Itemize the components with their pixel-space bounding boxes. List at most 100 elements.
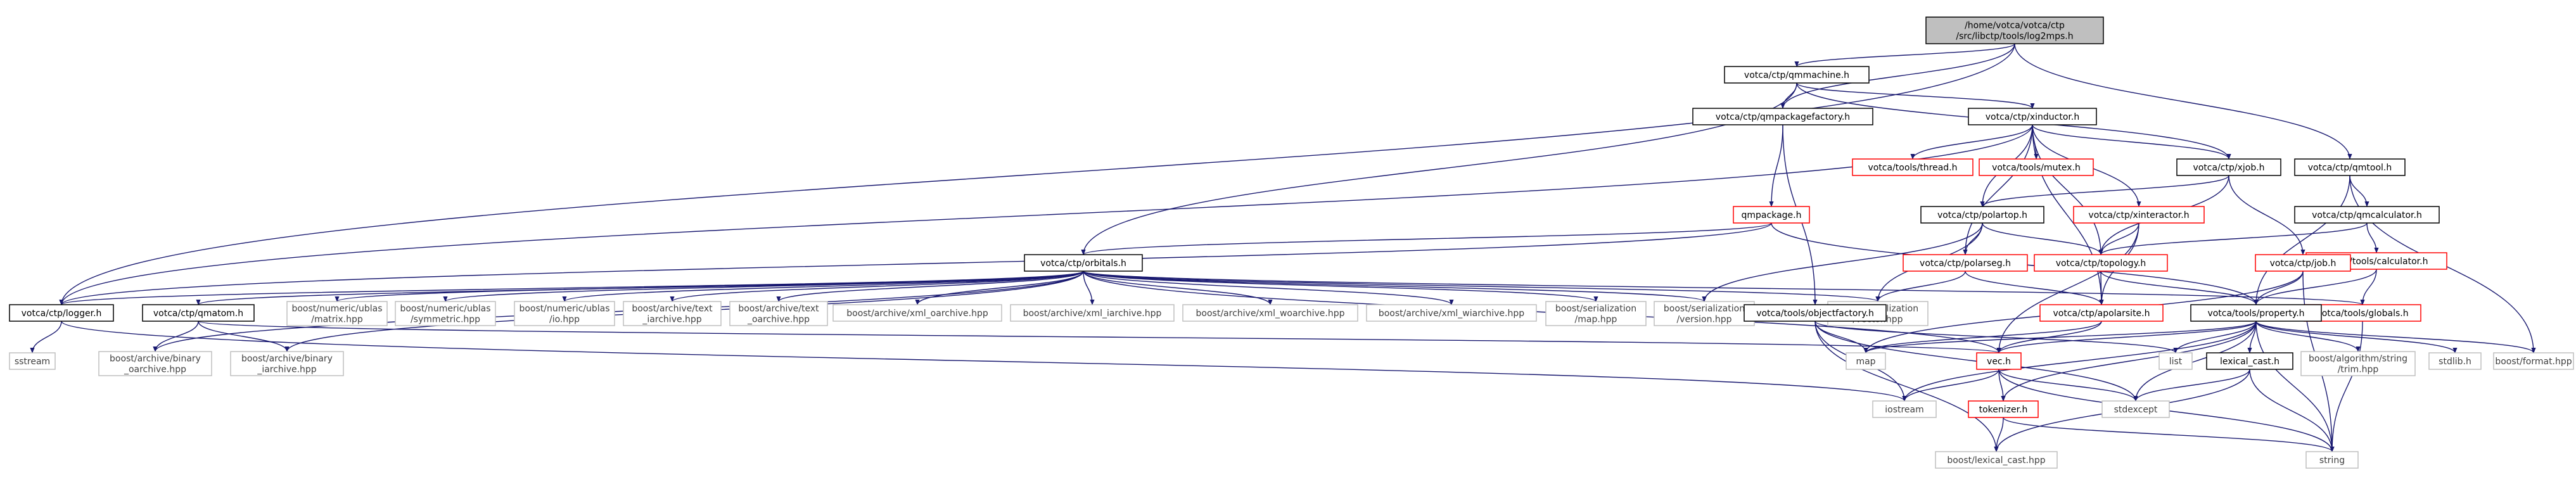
edge-xjob-to-job bbox=[2228, 175, 2305, 255]
dependency-nodes: /home/votca/votca/ctp/src/libctp/tools/l… bbox=[9, 16, 2574, 469]
edge-polartop-to-polarseg bbox=[1963, 222, 1983, 255]
edge-orbitals-to-logger bbox=[59, 270, 1084, 305]
node-label: boost/archive/binary bbox=[110, 354, 201, 364]
edge-polartop-to-topology bbox=[1982, 222, 2103, 255]
edge-orbitals-to-ublas_symmetric bbox=[443, 270, 1084, 302]
node-label: sstream bbox=[15, 357, 50, 367]
node-label: votca/tools/mutex.h bbox=[1992, 163, 2081, 173]
node-label: votca/ctp/topology.h bbox=[2056, 258, 2146, 269]
node-sstream: sstream bbox=[9, 352, 56, 370]
edge-calculator-to-property bbox=[2254, 269, 2377, 305]
node-label: _iarchive.hpp bbox=[257, 365, 316, 375]
edge-vec-to-iostream bbox=[1902, 369, 1999, 402]
node-label: boost/algorithm/string bbox=[2309, 354, 2407, 364]
edge-xinductor-to-polarseg bbox=[1963, 124, 2033, 255]
node-qmmachine[interactable]: votca/ctp/qmmachine.h bbox=[1724, 66, 1870, 84]
edge-xinductor-to-topology bbox=[2032, 124, 2103, 255]
node-label: boost/archive/binary bbox=[241, 354, 333, 364]
edge-orbitals-to-ser_map bbox=[1083, 270, 1598, 302]
node-label: votca/ctp/apolarsite.h bbox=[2053, 308, 2150, 319]
node-label: votca/ctp/qmmachine.h bbox=[1744, 70, 1849, 80]
node-text_oarchive: boost/archive/text_oarchive.hpp bbox=[729, 301, 828, 326]
edge-property-to-algorithm_trim bbox=[2255, 321, 2361, 352]
node-qmcalculator[interactable]: votca/ctp/qmcalculator.h bbox=[2294, 206, 2440, 224]
node-topology: votca/ctp/topology.h bbox=[2034, 254, 2168, 272]
node-list: list bbox=[2158, 352, 2193, 370]
node-label: boost/numeric/ublas bbox=[291, 304, 382, 314]
edge-orbitals-to-ser_vector bbox=[1083, 270, 1880, 302]
edge-vec-to-stdexcept bbox=[1998, 369, 2138, 402]
node-label: votca/ctp/qmpackagefactory.h bbox=[1716, 112, 1850, 122]
node-label: votca/ctp/qmatom.h bbox=[153, 308, 243, 319]
node-label: boost/archive/xml_oarchive.hpp bbox=[846, 308, 988, 319]
edge-property-to-vec bbox=[1996, 321, 2257, 353]
node-label: map bbox=[1856, 357, 1875, 367]
edge-orbitals-to-ublas_matrix bbox=[335, 270, 1084, 302]
node-xinteractor: votca/ctp/xinteractor.h bbox=[2073, 206, 2205, 224]
edge-qmatom-to-binary_oarchive bbox=[153, 321, 199, 352]
node-qmtool[interactable]: votca/ctp/qmtool.h bbox=[2294, 158, 2406, 176]
node-label: /map.hpp bbox=[1575, 315, 1617, 325]
edge-polartop-to-ser_version bbox=[1702, 222, 1983, 302]
node-algorithm_trim: boost/algorithm/string/trim.hpp bbox=[2300, 351, 2416, 376]
edge-qmmachine-to-orbitals bbox=[1081, 82, 1797, 255]
node-label: votca/ctp/qmtool.h bbox=[2308, 163, 2392, 173]
node-apolarsite: votca/ctp/apolarsite.h bbox=[2039, 304, 2164, 322]
node-label: boost/archive/xml_wiarchive.hpp bbox=[1379, 308, 1524, 319]
node-map: map bbox=[1846, 352, 1886, 370]
edge-qmmachine-to-qmpackagefactory bbox=[1780, 82, 1797, 109]
edge-orbitals-to-binary_oarchive bbox=[153, 270, 1084, 352]
node-objectfactory[interactable]: votca/tools/objectfactory.h bbox=[1744, 304, 1887, 322]
edge-calculator-to-globals bbox=[2360, 269, 2377, 305]
edge-orbitals-to-globals bbox=[1083, 270, 2364, 305]
edge-topology-to-property bbox=[2100, 270, 2259, 305]
node-label: votca/ctp/xinductor.h bbox=[1986, 112, 2079, 122]
node-label: boost/archive/text bbox=[738, 304, 819, 314]
node-label: string bbox=[2319, 455, 2345, 466]
node-text_iarchive: boost/archive/text_iarchive.hpp bbox=[623, 301, 722, 326]
node-xjob[interactable]: votca/ctp/xjob.h bbox=[2176, 158, 2281, 176]
edge-orbitals-to-xml_iarchive bbox=[1083, 270, 1095, 305]
edge-property-to-string bbox=[2255, 321, 2335, 452]
edge-qmpackage-to-logger bbox=[59, 222, 1772, 305]
node-qmpackagefactory[interactable]: votca/ctp/qmpackagefactory.h bbox=[1692, 108, 1873, 125]
node-label: votca/ctp/qmcalculator.h bbox=[2312, 210, 2422, 220]
node-polartop[interactable]: votca/ctp/polartop.h bbox=[1920, 206, 2044, 224]
edge-orbitals-to-ser_version bbox=[1083, 270, 1707, 302]
edge-property-to-iostream bbox=[1902, 321, 2257, 402]
edge-property-to-boost_format bbox=[2255, 321, 2536, 353]
node-ser_map: boost/serialization/map.hpp bbox=[1545, 301, 1647, 326]
edge-apolarsite-to-map bbox=[1863, 321, 2102, 353]
node-boost_format: boost/format.hpp bbox=[2493, 352, 2574, 370]
node-label: votca/tools/globals.h bbox=[2316, 308, 2408, 319]
node-orbitals[interactable]: votca/ctp/orbitals.h bbox=[1024, 254, 1143, 272]
node-label: votca/ctp/xinteractor.h bbox=[2088, 210, 2189, 220]
node-qmatom[interactable]: votca/ctp/qmatom.h bbox=[142, 304, 255, 322]
node-property[interactable]: votca/tools/property.h bbox=[2190, 304, 2322, 322]
node-lexical_cast_h[interactable]: lexical_cast.h bbox=[2206, 352, 2293, 370]
node-label: votca/tools/property.h bbox=[2207, 308, 2304, 319]
edge-qmpackagefactory-to-qmpackage bbox=[1769, 124, 1783, 207]
edge-lexical_cast_h-to-stdexcept bbox=[2133, 369, 2250, 402]
node-label: votca/ctp/job.h bbox=[2270, 258, 2337, 269]
edge-qmtool-to-qmcalculator bbox=[2349, 175, 2369, 207]
node-label: _oarchive.hpp bbox=[747, 315, 810, 325]
node-xml_oarchive: boost/archive/xml_oarchive.hpp bbox=[832, 304, 1002, 322]
node-xinductor[interactable]: votca/ctp/xinductor.h bbox=[1968, 108, 2097, 125]
node-ser_version: boost/serialization/version.hpp bbox=[1654, 301, 1755, 326]
node-label: stdexcept bbox=[2114, 405, 2158, 415]
edge-logger-to-sstream bbox=[30, 321, 62, 353]
edge-qmtool-to-property bbox=[2254, 175, 2350, 305]
edge-property-to-tokenizer bbox=[2001, 321, 2257, 402]
node-label: boost/numeric/ublas bbox=[400, 304, 490, 314]
node-logger[interactable]: votca/ctp/logger.h bbox=[9, 304, 114, 322]
node-label: boost/archive/xml_iarchive.hpp bbox=[1023, 308, 1162, 319]
edge-polarseg-to-apolarsite bbox=[1965, 270, 2104, 305]
edge-qmpackage-to-orbitals bbox=[1081, 222, 1772, 255]
node-ublas_symmetric: boost/numeric/ublas/symmetric.hpp bbox=[395, 301, 496, 326]
edge-qmatom-to-binary_iarchive bbox=[198, 321, 290, 352]
edge-root-to-qmtool bbox=[2014, 43, 2352, 160]
node-root[interactable]: /home/votca/votca/ctp/src/libctp/tools/l… bbox=[1925, 16, 2104, 44]
node-string: string bbox=[2305, 451, 2359, 469]
edge-job-to-property bbox=[2254, 270, 2304, 305]
